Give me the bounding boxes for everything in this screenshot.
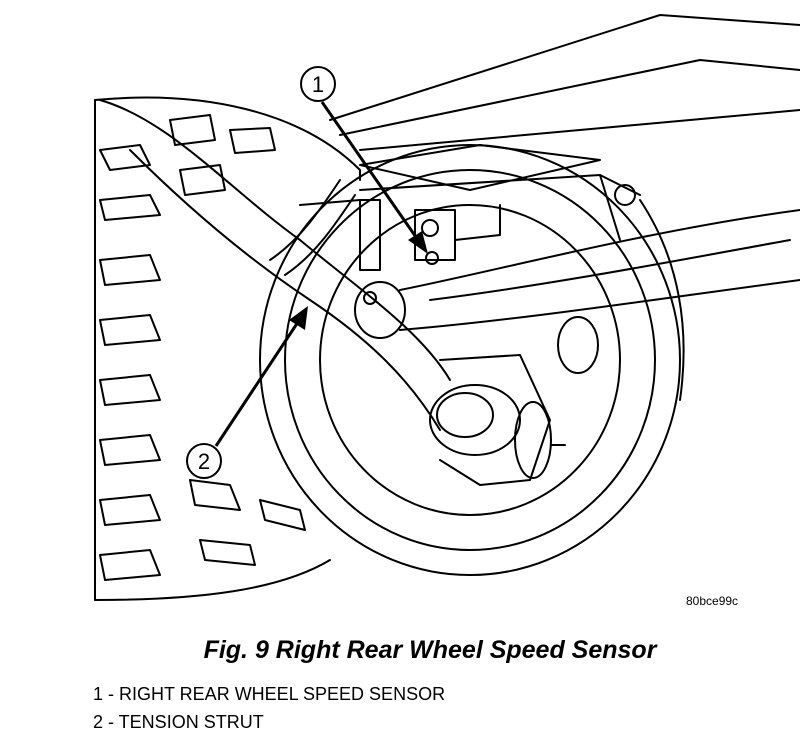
figure-caption: Fig. 9 Right Rear Wheel Speed Sensor — [203, 636, 657, 664]
control-arm-drawing — [399, 209, 800, 374]
tire-drawing — [94, 96, 361, 601]
callout-1: 1 — [300, 66, 428, 254]
callout-2-number: 2 — [198, 449, 210, 474]
callout-2: 2 — [186, 306, 308, 479]
callout-1-number: 1 — [312, 72, 324, 97]
frame-rail-drawing — [329, 14, 800, 241]
figure-code: 80bce99c — [686, 594, 739, 608]
suspension-illustration: 1 2 — [94, 14, 800, 601]
wheel-rim-drawing — [259, 144, 685, 576]
tension-strut-drawing — [99, 99, 451, 431]
legend: 1 - RIGHT REAR WHEEL SPEED SENSOR 2 - TE… — [93, 680, 445, 736]
legend-item-2: 2 - TENSION STRUT — [93, 712, 264, 732]
legend-item-1: 1 - RIGHT REAR WHEEL SPEED SENSOR — [93, 684, 446, 704]
knuckle-drawing — [429, 354, 566, 486]
